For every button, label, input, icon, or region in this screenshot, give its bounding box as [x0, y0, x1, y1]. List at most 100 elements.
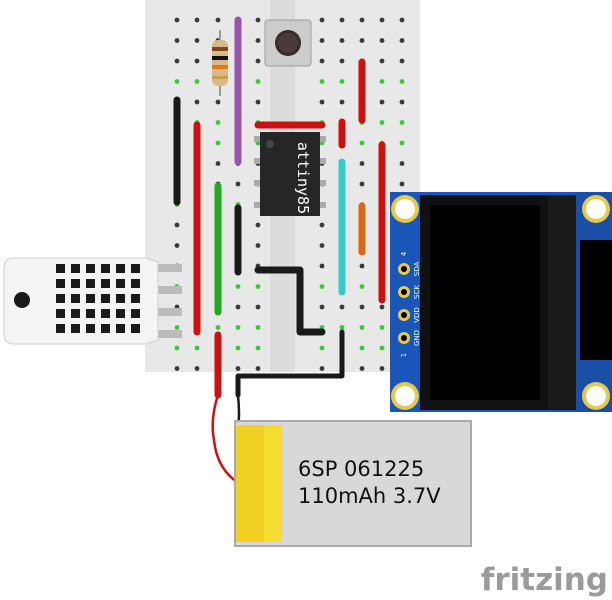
- breadboard-hole: [399, 38, 405, 43]
- breadboard-hole: [215, 161, 221, 166]
- dht-vent: [56, 264, 65, 273]
- breadboard-hole: [359, 263, 365, 269]
- oled-pin-label-vdd: VDD: [413, 307, 421, 323]
- breadboard-hole: [255, 243, 261, 248]
- dht-vent: [56, 279, 65, 288]
- breadboard-hole: [379, 304, 385, 310]
- breadboard-hole: [339, 17, 345, 23]
- breadboard-hole: [194, 366, 200, 371]
- breadboard-hole: [255, 304, 261, 310]
- breadboard-hole: [399, 120, 405, 125]
- breadboard-hole: [379, 17, 385, 23]
- breadboard-hole: [255, 284, 261, 289]
- breadboard-hole: [235, 284, 241, 289]
- dht-vent: [86, 294, 95, 303]
- dht-vent: [131, 324, 140, 333]
- resistor: [212, 30, 228, 96]
- breadboard-hole: [319, 79, 325, 84]
- dht-vent: [71, 324, 80, 333]
- breadboard-hole: [339, 325, 345, 330]
- breadboard-hole: [319, 38, 325, 43]
- breadboard-hole: [255, 38, 261, 43]
- dht-vent: [131, 294, 140, 303]
- wire-black-zigzag: [254, 266, 326, 336]
- breadboard-hole: [399, 181, 405, 187]
- breadboard-hole: [215, 17, 221, 23]
- oled-pin-number-1: 1: [400, 353, 408, 357]
- oled-pins: [398, 263, 410, 344]
- breadboard-hole: [319, 284, 325, 289]
- breadboard-hole: [194, 58, 200, 64]
- oled-pin-label-sda: SDA: [413, 262, 421, 277]
- breadboard-hole: [399, 17, 405, 23]
- breadboard-hole: [339, 58, 345, 64]
- breadboard-hole: [194, 99, 200, 105]
- breadboard-hole: [359, 38, 365, 43]
- breadboard-hole: [359, 345, 365, 351]
- breadboard-hole: [319, 263, 325, 269]
- dht-vent: [71, 309, 80, 318]
- breadboard-hole: [215, 99, 221, 105]
- breadboard-hole: [174, 17, 180, 23]
- breadboard-hole: [359, 366, 365, 371]
- breadboard-hole: [174, 345, 180, 351]
- breadboard-hole: [255, 366, 261, 371]
- dht-vent: [101, 279, 110, 288]
- breadboard-hole: [319, 17, 325, 23]
- dht-vent: [56, 324, 65, 333]
- breadboard-hole: [359, 161, 365, 166]
- breadboard-hole: [215, 325, 221, 330]
- breadboard-hole: [174, 79, 180, 84]
- dht-vent: [131, 264, 140, 273]
- breadboard-hole: [174, 325, 180, 330]
- oled-pin-label-gnd: GND: [413, 330, 421, 346]
- dht-vent: [101, 294, 110, 303]
- attiny85-chip: attiny85: [254, 132, 326, 216]
- breadboard-hole: [379, 120, 385, 125]
- breadboard-hole: [215, 140, 221, 146]
- push-button[interactable]: [264, 19, 312, 67]
- breadboard-hole: [359, 17, 365, 23]
- breadboard-hole: [379, 38, 385, 43]
- dht-vent: [116, 279, 125, 288]
- breadboard-hole: [359, 304, 365, 310]
- breadboard-hole: [215, 120, 221, 125]
- breadboard-hole: [194, 38, 200, 43]
- breadboard-hole: [319, 99, 325, 105]
- dht-vent: [131, 309, 140, 318]
- dht-sensor: [3, 257, 182, 345]
- chip-label: attiny85: [294, 142, 312, 214]
- breadboard-hole: [319, 222, 325, 228]
- breadboard-hole: [174, 38, 180, 43]
- dht-vent: [71, 264, 80, 273]
- breadboard-hole: [174, 366, 180, 371]
- breadboard-hole: [399, 161, 405, 166]
- dht-vent: [56, 309, 65, 318]
- breadboard-hole: [174, 243, 180, 248]
- dht-vent: [101, 309, 110, 318]
- breadboard-hole: [359, 325, 365, 330]
- breadboard-hole: [194, 345, 200, 351]
- dht-vent: [56, 294, 65, 303]
- fritzing-logo: fritzing: [481, 562, 608, 598]
- breadboard-hole: [255, 99, 261, 105]
- oled-pin-label-sck: SCK: [413, 285, 421, 299]
- lipo-battery: 6SP 061225 110mAh 3.7V: [234, 420, 472, 547]
- oled-display: GND VDD SCK SDA 1 4: [390, 192, 612, 412]
- breadboard-hole: [235, 345, 241, 351]
- breadboard-hole: [174, 222, 180, 228]
- breadboard-hole: [379, 366, 385, 371]
- breadboard-hole: [399, 140, 405, 146]
- breadboard-hole: [319, 304, 325, 310]
- breadboard-hole: [399, 58, 405, 64]
- breadboard-hole: [359, 284, 365, 289]
- breadboard-hole: [194, 79, 200, 84]
- breadboard-hole: [255, 222, 261, 228]
- breadboard-hole: [235, 325, 241, 330]
- dht-vent: [101, 324, 110, 333]
- dht-vent: [71, 294, 80, 303]
- breadboard-hole: [379, 345, 385, 351]
- breadboard-hole: [379, 99, 385, 105]
